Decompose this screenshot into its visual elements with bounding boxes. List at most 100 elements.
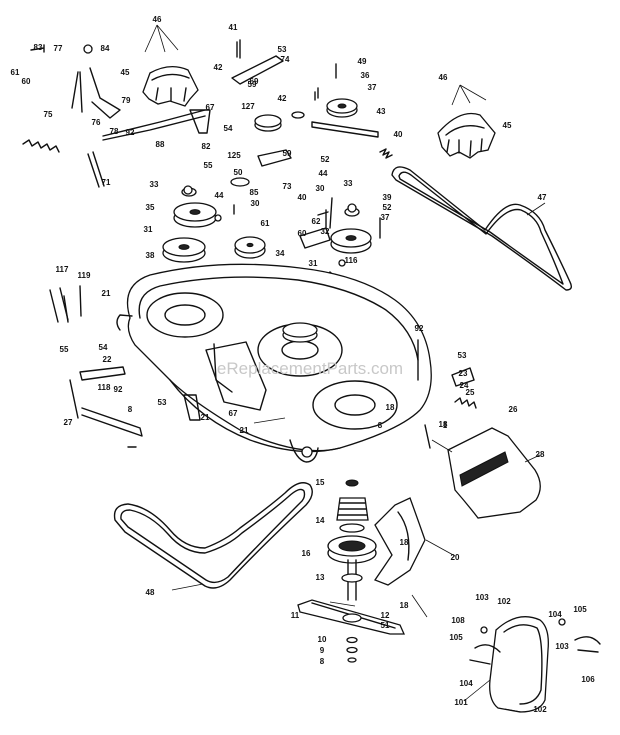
part-callout-8: 8 <box>378 421 383 430</box>
part-callout-31: 31 <box>144 225 153 234</box>
part-callout-53: 53 <box>158 398 167 407</box>
part-callout-103: 103 <box>475 593 489 602</box>
part-callout-49: 49 <box>358 57 367 66</box>
part-callout-39: 39 <box>383 193 392 202</box>
part-callout-12: 12 <box>381 611 390 620</box>
part-callout-44: 44 <box>319 169 328 178</box>
fasteners <box>63 41 431 449</box>
part-callout-52: 52 <box>321 155 330 164</box>
part-callout-24: 24 <box>460 381 469 390</box>
part-callout-53: 53 <box>458 351 467 360</box>
part-callout-75: 75 <box>44 110 53 119</box>
part-callout-102: 102 <box>497 597 511 606</box>
part-callout-102: 102 <box>533 705 547 714</box>
part-callout-32: 32 <box>321 227 330 236</box>
drive-belt-upper-inner <box>398 171 564 285</box>
part-callout-26: 26 <box>509 405 518 414</box>
part-callout-21: 21 <box>102 289 111 298</box>
part-callout-92: 92 <box>114 385 123 394</box>
drive-belt-lower <box>113 482 313 589</box>
mower-blade <box>297 599 406 663</box>
part-callout-30: 30 <box>251 199 260 208</box>
part-callout-127: 127 <box>241 102 255 111</box>
deck-pulleys-left <box>162 177 266 279</box>
part-callout-21: 21 <box>201 413 210 422</box>
part-callout-8: 8 <box>128 405 133 414</box>
part-callout-18: 18 <box>400 601 409 610</box>
part-callout-11: 11 <box>291 611 300 620</box>
part-callout-46: 46 <box>153 15 162 24</box>
part-callout-71: 71 <box>102 178 111 187</box>
discharge-chute <box>447 367 541 519</box>
part-callout-10: 10 <box>318 635 327 644</box>
part-callout-82: 82 <box>202 142 211 151</box>
part-callout-25: 25 <box>466 388 475 397</box>
part-callout-85: 85 <box>250 188 259 197</box>
part-callout-50: 50 <box>234 168 243 177</box>
part-callout-31: 31 <box>309 259 318 268</box>
part-callout-37: 37 <box>368 83 377 92</box>
part-callout-27: 27 <box>64 418 73 427</box>
part-callout-106: 106 <box>581 675 595 684</box>
part-callout-53: 53 <box>278 45 287 54</box>
part-callout-40: 40 <box>298 193 307 202</box>
drive-belt-upper <box>391 166 573 291</box>
part-callout-45: 45 <box>503 121 512 130</box>
part-callout-119: 119 <box>78 271 91 280</box>
part-callout-59: 59 <box>283 149 292 158</box>
part-callout-30: 30 <box>316 184 325 193</box>
part-callout-92: 92 <box>415 324 424 333</box>
part-callout-23: 23 <box>459 369 468 378</box>
part-callout-18: 18 <box>439 420 448 429</box>
part-callout-105: 105 <box>573 605 587 614</box>
part-callout-84: 84 <box>101 44 110 53</box>
part-callout-76: 76 <box>92 118 101 127</box>
part-callout-69: 69 <box>250 77 259 86</box>
part-callout-37: 37 <box>381 213 390 222</box>
part-callout-22: 22 <box>103 355 112 364</box>
mower-deck-shell <box>116 263 432 463</box>
part-callout-40: 40 <box>394 130 403 139</box>
part-callout-47: 47 <box>538 193 547 202</box>
part-callout-45: 45 <box>121 68 130 77</box>
part-callout-67: 67 <box>229 409 238 418</box>
part-callout-54: 54 <box>224 124 233 133</box>
part-callout-67: 67 <box>206 103 215 112</box>
part-callout-52: 52 <box>383 203 392 212</box>
part-callout-59: 59 <box>248 80 257 89</box>
part-callout-38: 38 <box>146 251 155 260</box>
part-callout-20: 20 <box>451 553 460 562</box>
part-callout-35: 35 <box>146 203 155 212</box>
part-callout-34: 34 <box>276 249 285 258</box>
part-callout-55: 55 <box>60 345 69 354</box>
part-callout-118: 118 <box>98 383 111 392</box>
part-callout-16: 16 <box>302 549 311 558</box>
part-callout-73: 73 <box>283 182 292 191</box>
part-callout-60: 60 <box>298 229 307 238</box>
part-callout-125: 125 <box>227 151 241 160</box>
belt-guard-left <box>142 66 199 107</box>
blade-spindle-assembly <box>327 479 377 601</box>
part-callout-78: 78 <box>110 127 119 136</box>
part-callout-108: 108 <box>451 616 465 625</box>
part-callout-48: 48 <box>146 588 155 597</box>
watermark-text: eReplacementParts.com <box>217 359 403 378</box>
leader-lines <box>144 24 546 713</box>
part-callout-43: 43 <box>377 107 386 116</box>
part-callout-54: 54 <box>99 343 108 352</box>
part-callout-92: 92 <box>126 128 135 137</box>
part-callout-18: 18 <box>386 403 395 412</box>
part-callout-41: 41 <box>229 23 238 32</box>
part-callout-77: 77 <box>54 44 63 53</box>
part-callout-42: 42 <box>214 63 223 72</box>
part-callout-79: 79 <box>122 96 131 105</box>
part-callout-74: 74 <box>281 55 290 64</box>
part-callout-55: 55 <box>204 161 213 170</box>
part-callout-116: 116 <box>345 256 358 265</box>
part-callout-33: 33 <box>344 179 353 188</box>
part-callout-13: 13 <box>316 573 325 582</box>
part-callout-8: 8 <box>320 657 325 666</box>
